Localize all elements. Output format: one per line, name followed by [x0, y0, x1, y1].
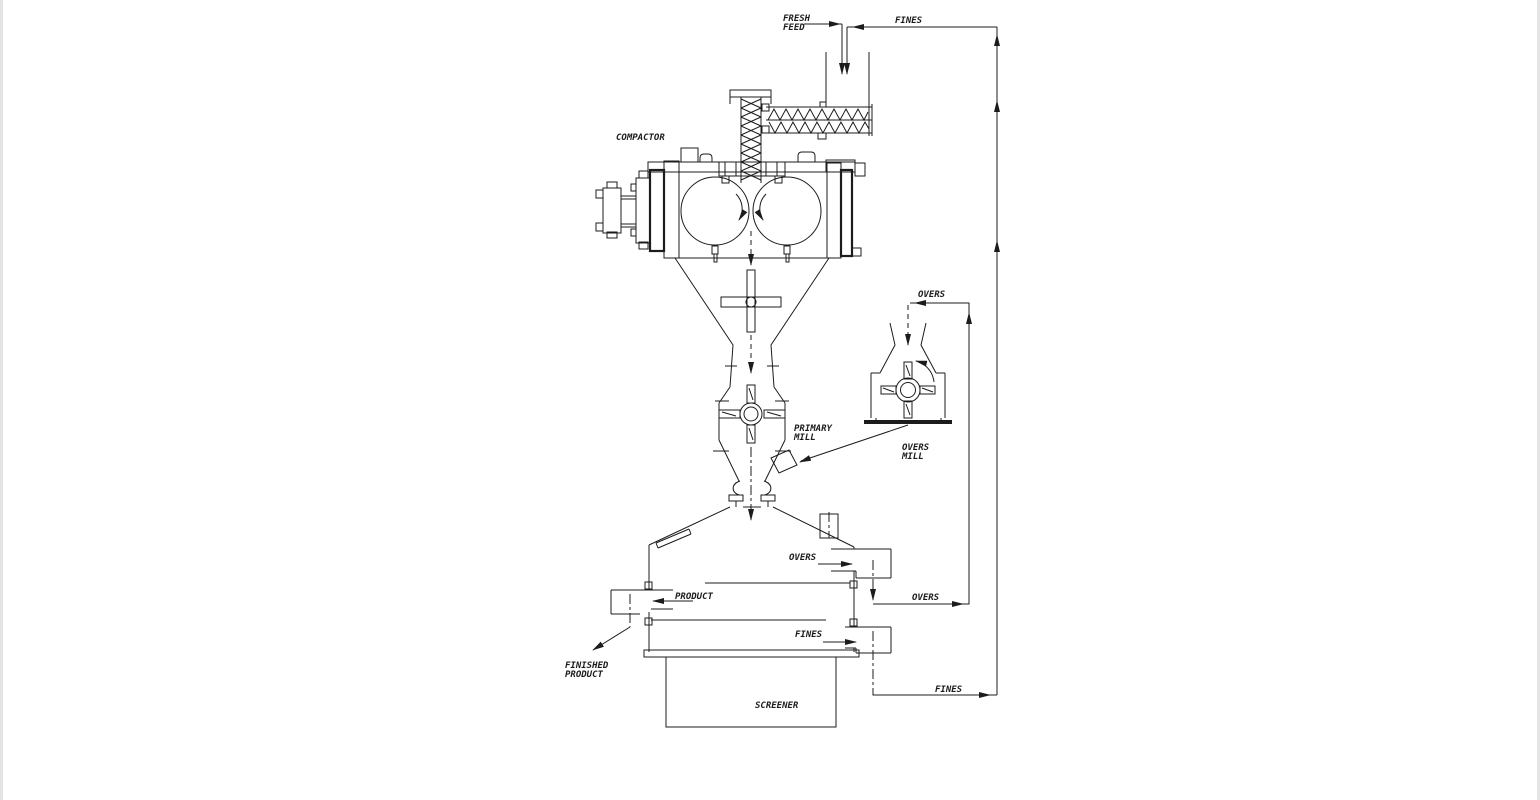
- mill-rotor-hub: [739, 402, 763, 426]
- label-compactor: COMPACTOR: [616, 133, 665, 143]
- overs-inlet-chute: [770, 449, 798, 474]
- compaction-roll-right: [752, 176, 822, 246]
- label-primary-mill: MILL: [793, 433, 816, 443]
- overs-mill-rotation-arrow: [915, 360, 935, 383]
- fines-recycle-line: [844, 24, 1000, 695]
- inspection-port: [655, 528, 692, 549]
- primary-mill: [713, 384, 798, 482]
- hydraulic-cylinder: [595, 168, 666, 253]
- roll-rotation-arrow-left: [735, 193, 748, 221]
- fresh-feed-line: [804, 21, 845, 75]
- screener: [643, 506, 860, 728]
- roller-compactor: [647, 147, 866, 263]
- label-product: PRODUCT: [675, 592, 714, 602]
- label-overs-mill: OVERS: [902, 443, 930, 453]
- label-fines-outlet: FINES: [795, 630, 823, 640]
- compactor-hopper: [674, 231, 830, 388]
- deck-clamp: [644, 581, 653, 590]
- label-overs-return: OVERS: [912, 593, 940, 603]
- compaction-roll-left: [680, 176, 750, 246]
- overs-mill-base: [864, 420, 952, 424]
- fines-outlet: [823, 626, 997, 698]
- deck-clamp: [849, 618, 858, 627]
- deck-clamp: [849, 580, 858, 589]
- screw-flights-lower: [768, 120, 870, 135]
- screw-helix: [740, 98, 762, 181]
- flake-breaker-blade: [720, 296, 782, 308]
- flake-breaker-hub: [745, 296, 757, 308]
- roll-rotation-arrow-right: [754, 193, 767, 221]
- label-primary-mill: PRIMARY: [794, 424, 833, 434]
- label-finished-product: FINISHED: [565, 661, 609, 671]
- overs-mill: [799, 322, 952, 463]
- lifting-lug: [680, 147, 699, 163]
- screw-flights-upper: [767, 107, 869, 122]
- frame-column-left: [663, 160, 680, 259]
- screener-base-flange: [643, 649, 860, 658]
- label-overs-outlet: OVERS: [789, 553, 817, 563]
- label-fines-top: FINES: [895, 16, 923, 26]
- feed-throat: [718, 161, 786, 177]
- vertical-screw-feeder: [729, 89, 772, 183]
- label-overs-mill: MILL: [901, 452, 924, 462]
- label-screener: SCREENER: [755, 701, 799, 711]
- label-fresh-feed: FEED: [783, 23, 805, 33]
- process-flow-diagram: FRESH FEED FINES COMPACTOR PRIMARY MILL …: [565, 14, 1000, 728]
- screw-conveyor: [761, 101, 873, 140]
- bellows-connector: [728, 447, 776, 521]
- product-outlet: [592, 589, 693, 651]
- frame-column-right: [826, 162, 842, 259]
- flake-breaker-blade: [746, 269, 756, 333]
- label-fresh-feed: FRESH: [783, 14, 811, 24]
- label-finished-product: PRODUCT: [565, 670, 604, 680]
- overs-recycle-line: [870, 300, 972, 607]
- deck-clamp: [644, 617, 653, 626]
- label-overs-to-mill: OVERS: [918, 290, 946, 300]
- overs-mill-rotor-hub: [895, 377, 921, 403]
- screener-base: [665, 656, 837, 728]
- lifting-handle-right: [797, 151, 816, 162]
- overs-mill-discharge-line: [800, 424, 909, 462]
- overs-outlet: [818, 548, 892, 579]
- label-fines-return: FINES: [935, 685, 963, 695]
- finished-product-arrow: [592, 626, 631, 651]
- fresh-feed-hopper: [825, 52, 870, 107]
- lifting-handle-left: [699, 153, 713, 162]
